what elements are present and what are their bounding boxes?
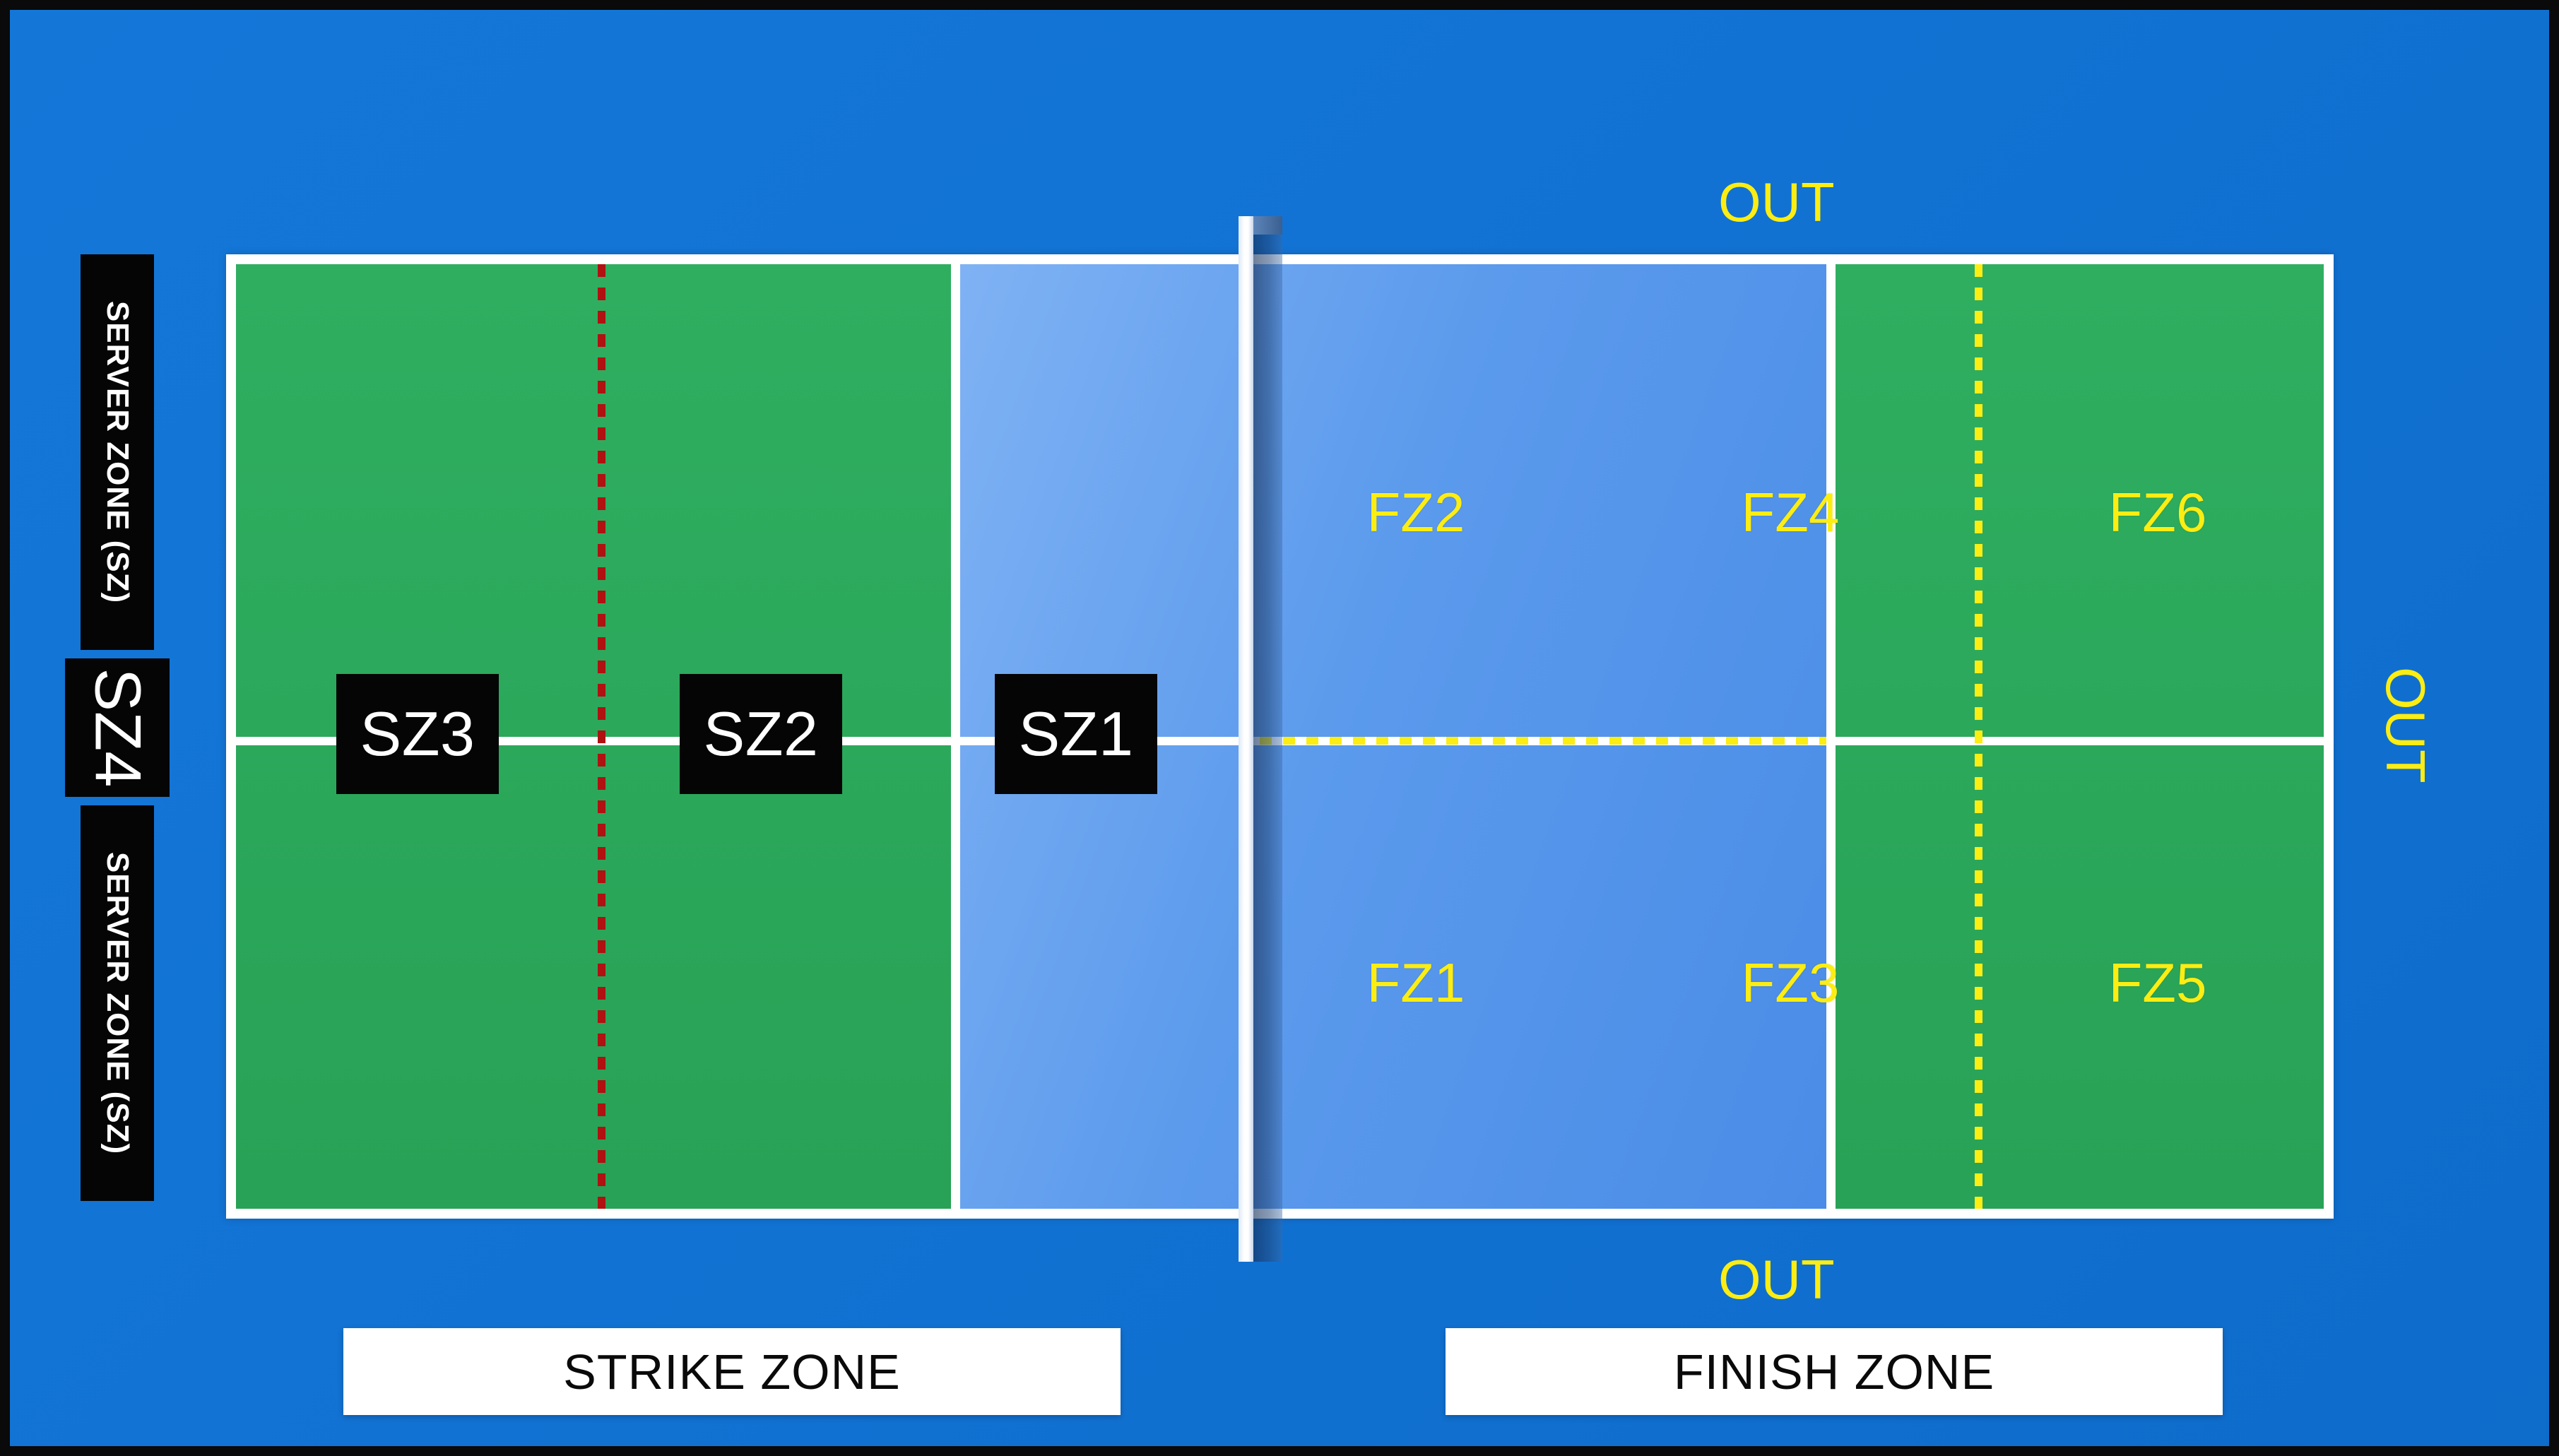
yellow-dashed-vertical-line bbox=[1975, 264, 1982, 1209]
zone-chip-sz2: SZ2 bbox=[680, 674, 842, 794]
out-label-bottom: OUT bbox=[1718, 1248, 1835, 1310]
side-chip-server-zone-top: SERVER ZONE (SZ) bbox=[81, 254, 154, 650]
diagram-stage: SERVER ZONE (SZ) SZ4 SERVER ZONE (SZ) SZ… bbox=[10, 10, 2549, 1446]
court-line-fz-right bbox=[1826, 264, 1836, 1209]
court bbox=[226, 254, 2334, 1219]
side-chip-server-zone-bottom: SERVER ZONE (SZ) bbox=[81, 805, 154, 1201]
zone-label-fz6: FZ6 bbox=[2108, 481, 2207, 543]
surface-panel-fz-right bbox=[1836, 264, 2324, 1209]
court-surface bbox=[236, 264, 2324, 1209]
red-dashed-line bbox=[598, 264, 605, 1209]
out-label-top: OUT bbox=[1718, 171, 1835, 233]
sz4-label: SZ4 bbox=[81, 668, 154, 788]
out-label-right: OUT bbox=[2375, 667, 2437, 783]
footer-bar-finish-zone: FINISH ZONE bbox=[1446, 1328, 2223, 1415]
zone-label-fz5: FZ5 bbox=[2108, 952, 2207, 1014]
server-zone-top-label: SERVER ZONE (SZ) bbox=[100, 300, 136, 604]
side-chip-sz4: SZ4 bbox=[65, 658, 170, 797]
net-top-edge bbox=[1252, 216, 1282, 235]
yellow-dashed-horizontal-line bbox=[1260, 737, 1826, 745]
zone-label-fz4: FZ4 bbox=[1741, 481, 1840, 543]
zone-label-fz3: FZ3 bbox=[1741, 952, 1840, 1014]
zone-label-fz1: FZ1 bbox=[1366, 952, 1465, 1014]
zone-chip-sz3: SZ3 bbox=[336, 674, 499, 794]
zone-chip-sz1: SZ1 bbox=[995, 674, 1157, 794]
zone-label-fz2: FZ2 bbox=[1366, 481, 1465, 543]
server-zone-bottom-label: SERVER ZONE (SZ) bbox=[100, 851, 136, 1155]
footer-bar-strike-zone: STRIKE ZONE bbox=[343, 1328, 1121, 1415]
court-line-sz1-left bbox=[951, 264, 960, 1209]
